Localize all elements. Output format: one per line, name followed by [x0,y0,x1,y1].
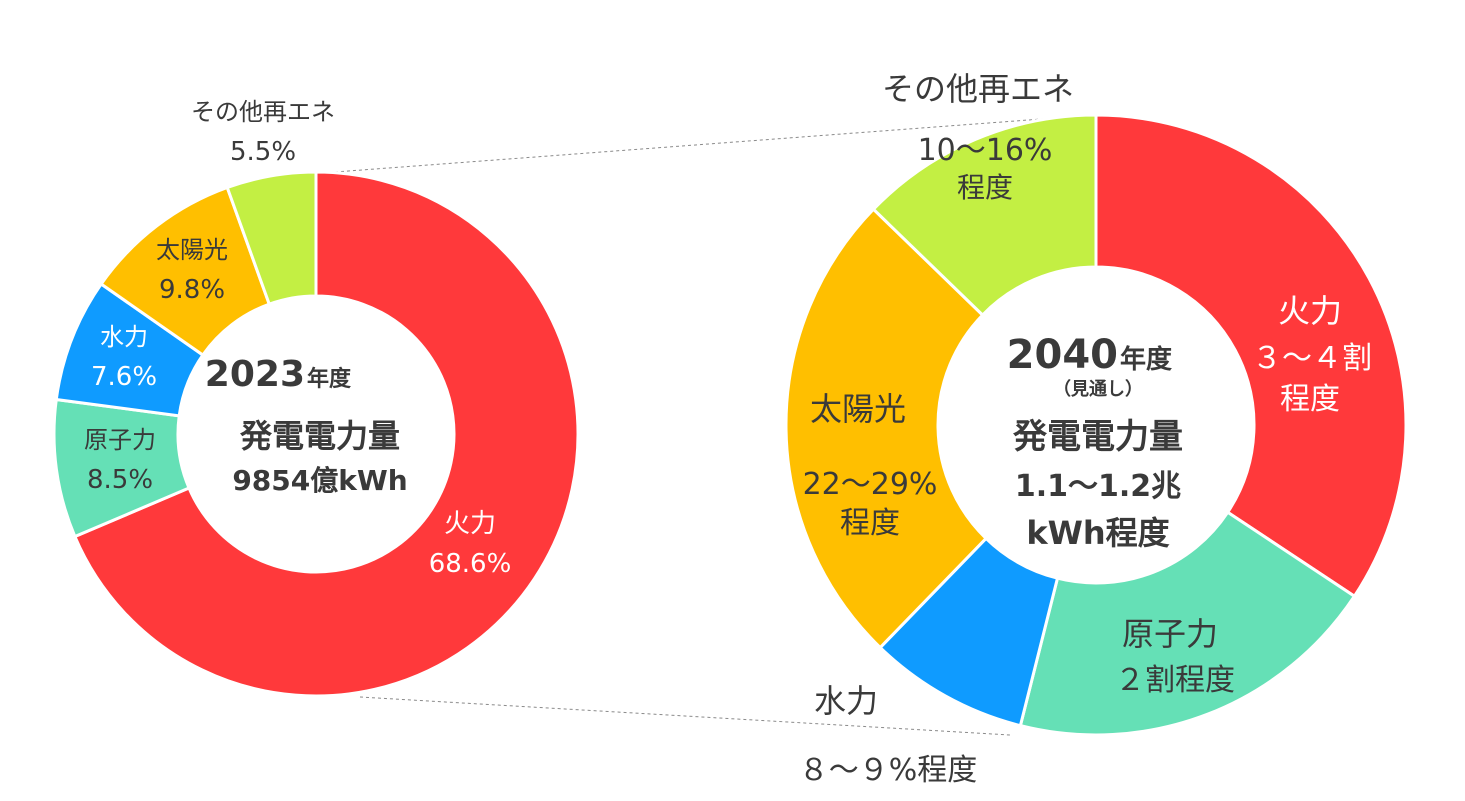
slice-value-fossil-2023: 68.6% [429,549,512,579]
slice-value-solar-2023: 9.8% [159,275,225,305]
center-title-2040: 発電電力量 [1013,417,1183,457]
slice-name-hydro-2040: 水力 [814,682,878,720]
slice-name-nuclear-2040: 原子力 [1122,615,1218,653]
slice-value-hydro-2040: ８～９%程度 [799,753,978,788]
center-year-2040: 2040 [1007,332,1118,378]
slice-solar-2040 [784,207,989,650]
center-year-unit-2023: 年度 [307,366,352,392]
slice-value-nuclear-2023: 8.5% [87,465,153,495]
slice-value2-solar-2040: 程度 [840,506,900,541]
center-total-line2-2040: kWh程度 [1026,514,1169,552]
slice-fossil-2040 [1094,113,1408,599]
center-note-2040: （見通し） [1053,379,1143,400]
center-year-2023: 2023 [205,354,305,395]
slice-value-other-2023: 5.5% [230,137,296,167]
slice-name-nuclear-2023: 原子力 [84,426,156,454]
donut-2040-center: 2040 年度 （見通し） 発電電力量 1.1～1.2兆 kWh程度 [1007,332,1183,552]
center-total-2023: 9854億kWh [232,464,407,497]
connector-line-top [334,114,1096,173]
slice-fossil-2023 [72,170,580,698]
connector-line-bottom [359,696,1011,736]
slice-value2-other-2040: 程度 [957,171,1013,204]
donut-2023 [52,170,580,698]
slice-other-2023 [225,170,318,307]
slice-value-other-2040: 10～16% [918,133,1053,168]
slice-name-other-2040: その他再エネ [882,70,1074,108]
labels-2040: 火力 ３～４割 程度 原子力 ２割程度 水力 ８～９%程度 太陽光 22～29%… [799,70,1372,788]
center-title-2023: 発電電力量 [239,417,400,455]
slice-value-nuclear-2040: ２割程度 [1115,663,1235,698]
slice-name-fossil-2040: 火力 [1278,292,1342,330]
slice-value-hydro-2023: 7.6% [91,362,157,392]
donut-2023-center: 2023 年度 発電電力量 9854億kWh [205,354,408,497]
slice-other-2040 [871,113,1098,318]
center-year-unit-2040: 年度 [1120,344,1172,375]
slice-value-fossil-2040: ３～４割 [1252,341,1372,376]
center-total-line1-2040: 1.1～1.2兆 [1015,469,1181,504]
slice-name-solar-2040: 太陽光 [810,390,906,428]
slice-name-solar-2023: 太陽光 [156,236,228,264]
slice-name-other-2023: その他再エネ [191,98,335,126]
slice-name-hydro-2023: 水力 [100,323,148,351]
slice-nuclear-2040 [1018,510,1357,737]
slice-value2-fossil-2040: 程度 [1280,382,1340,417]
labels-2023: 火力 68.6% 原子力 8.5% 水力 7.6% 太陽光 9.8% その他再エ… [84,98,511,579]
slice-name-fossil-2023: 火力 [444,509,496,539]
donut-2040 [784,113,1408,737]
slice-value-solar-2040: 22～29% [803,467,938,502]
